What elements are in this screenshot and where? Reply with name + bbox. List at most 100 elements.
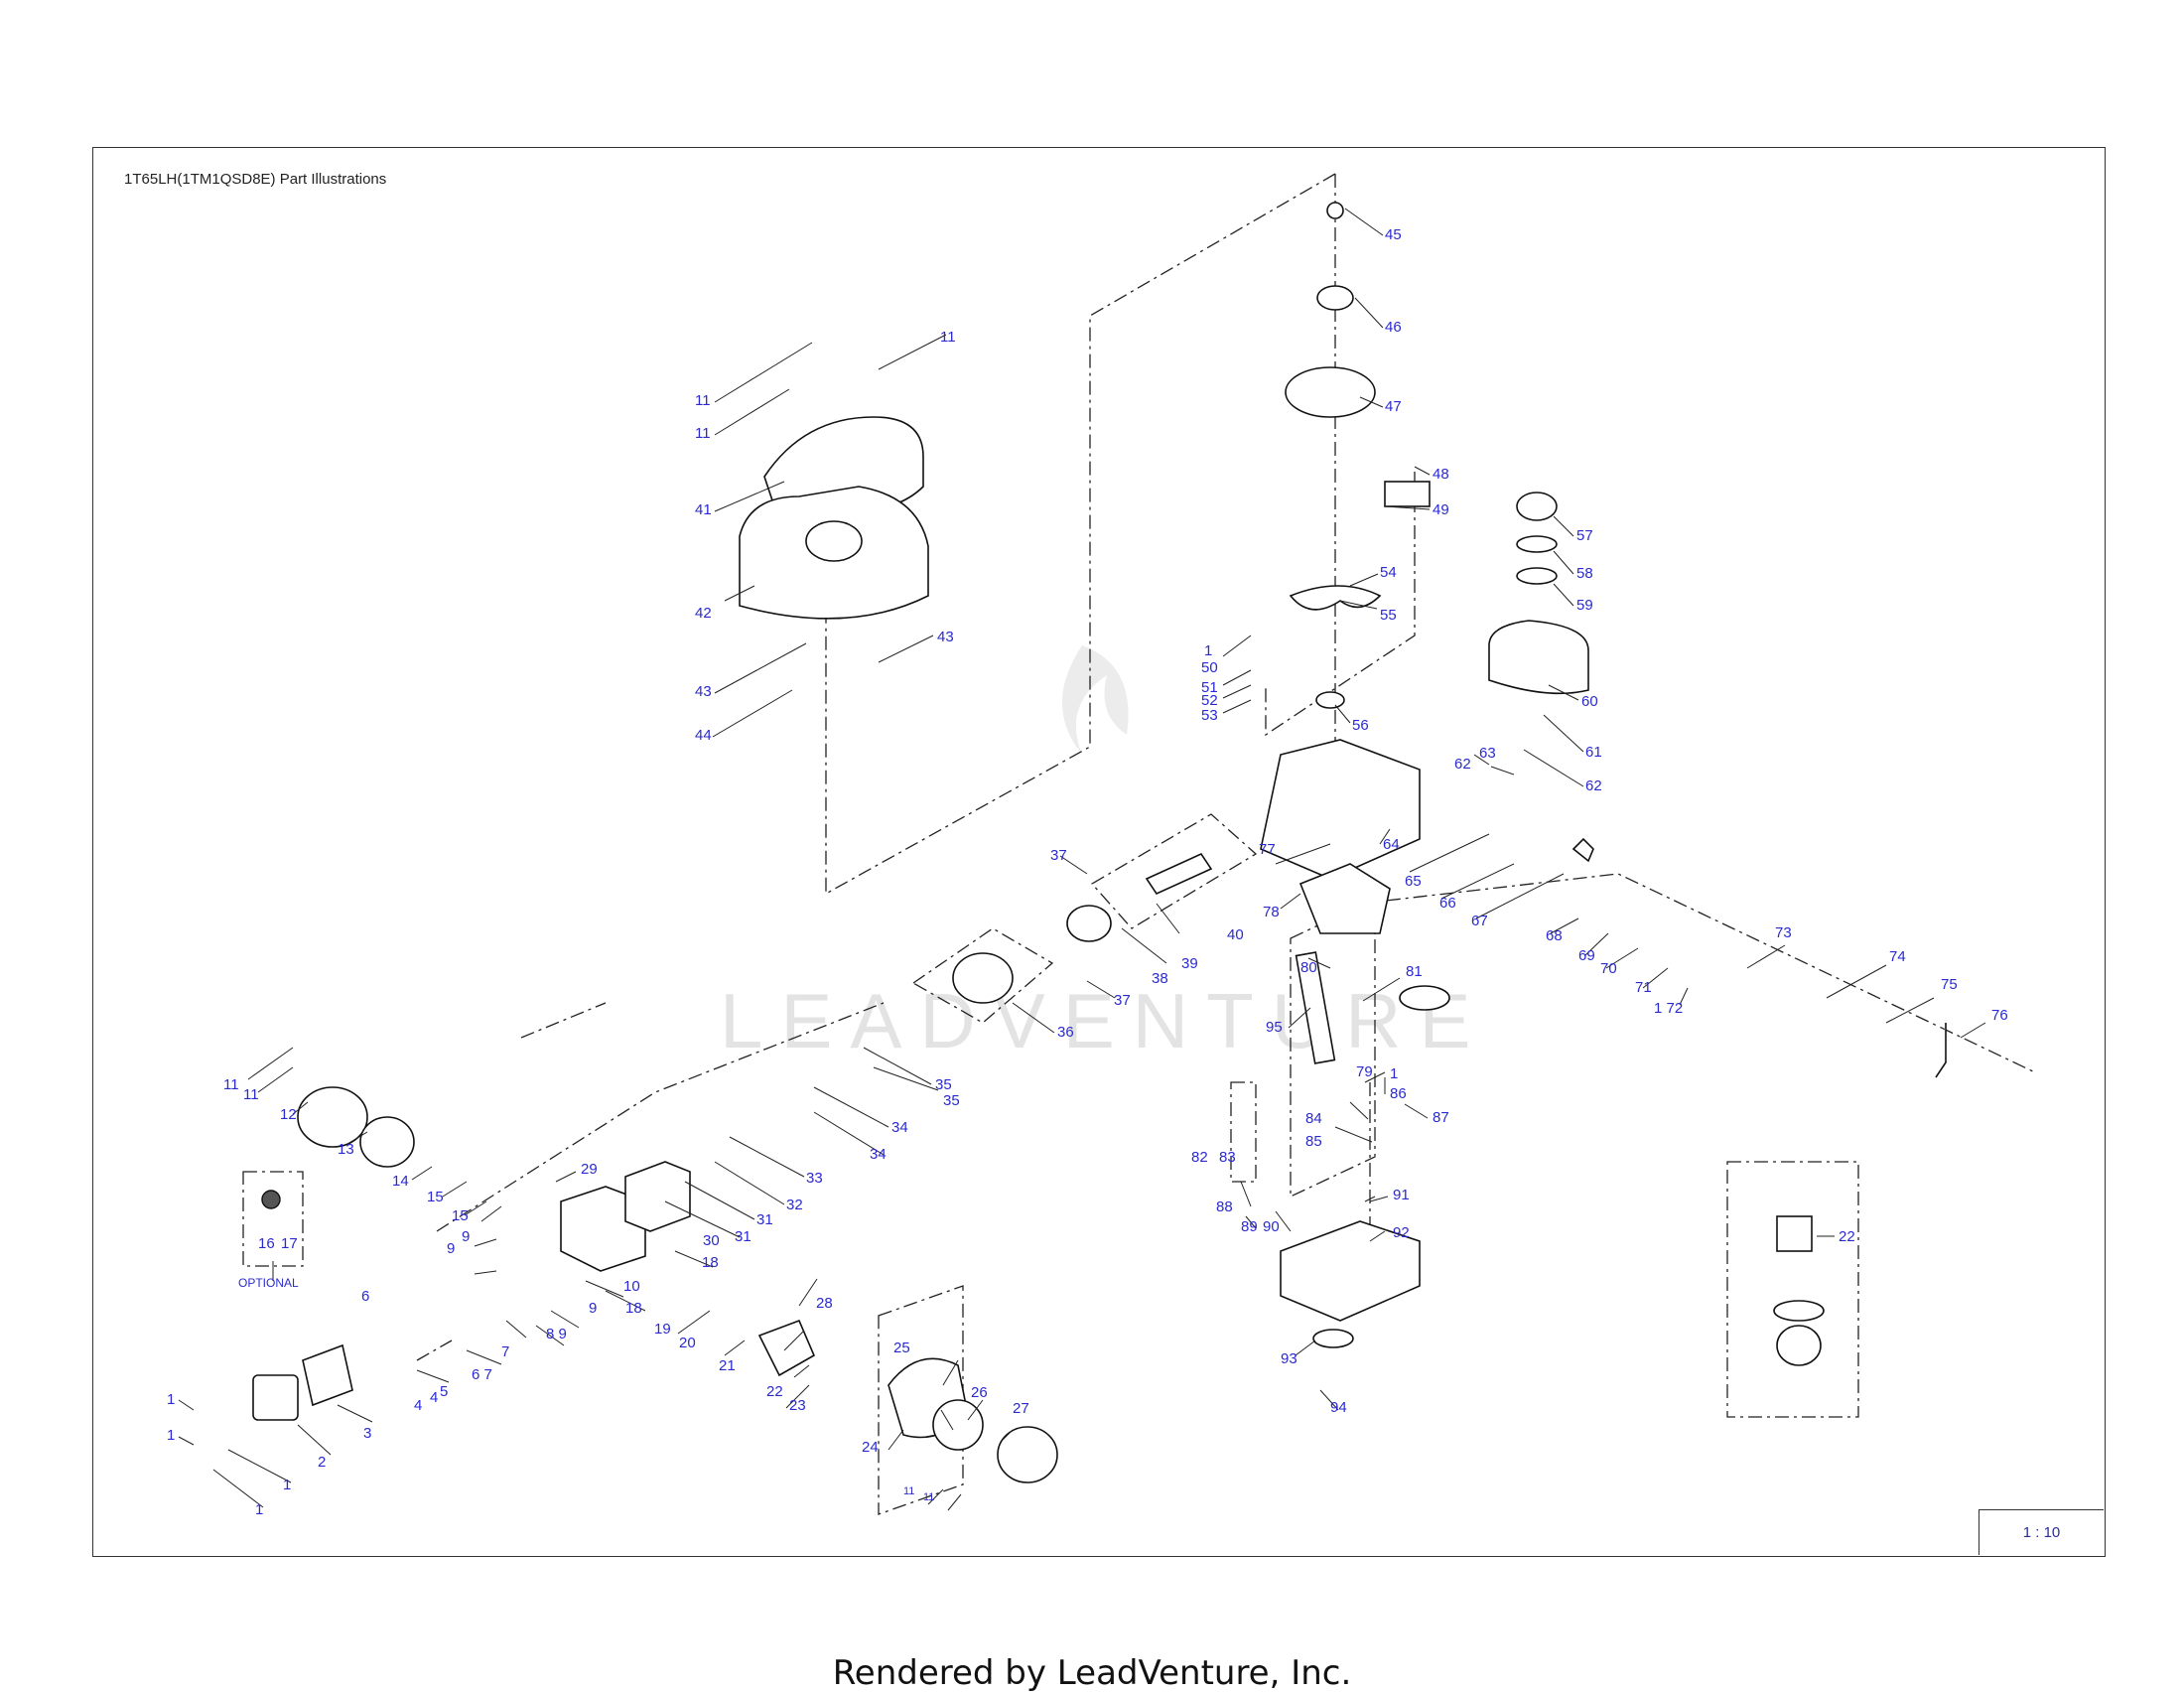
callout-70: 70	[1600, 960, 1617, 977]
callout-43-b: 43	[937, 629, 954, 645]
callout-31-a: 31	[756, 1211, 773, 1228]
connecting-rod	[1145, 852, 1213, 896]
callout-15-a: 15	[427, 1189, 444, 1205]
callout-49: 49	[1433, 501, 1449, 518]
callout-73: 73	[1775, 924, 1792, 941]
callout-74: 74	[1889, 948, 1906, 965]
callout-45: 45	[1385, 226, 1402, 243]
callout-11-c: 11	[940, 329, 956, 346]
callout-1-bracket: 1	[1204, 642, 1212, 659]
callout-2: 2	[318, 1454, 326, 1471]
callout-67: 67	[1471, 913, 1488, 929]
callout-85: 85	[1305, 1133, 1322, 1150]
callout-28: 28	[816, 1295, 833, 1312]
callout-33: 33	[806, 1170, 823, 1187]
callout-1-e: 1	[255, 1501, 263, 1518]
crankcase	[1260, 739, 1421, 880]
callout-58: 58	[1576, 565, 1593, 582]
cylinder-head	[560, 1186, 646, 1272]
callout-29: 29	[581, 1161, 598, 1178]
callout-86: 86	[1390, 1085, 1407, 1102]
callout-87: 87	[1433, 1109, 1449, 1126]
callout-9-c: 9	[589, 1300, 597, 1317]
callout-46: 46	[1385, 319, 1402, 336]
callout-21: 21	[719, 1357, 736, 1374]
callout-75: 75	[1941, 976, 1958, 993]
callout-15-b: 15	[452, 1207, 469, 1224]
callout-17: 17	[281, 1235, 298, 1252]
callout-36: 36	[1057, 1024, 1074, 1041]
watermark: LEADVENTURE	[720, 977, 1488, 1064]
callout-62-a: 62	[1454, 756, 1471, 773]
callout-57: 57	[1576, 527, 1593, 544]
callout-27: 27	[1013, 1400, 1029, 1417]
callout-88: 88	[1216, 1199, 1233, 1215]
callout-43-a: 43	[695, 683, 712, 700]
callout-84: 84	[1305, 1110, 1322, 1127]
callout-1-b: 1	[167, 1391, 175, 1408]
callout-65: 65	[1405, 873, 1422, 890]
callout-37-b: 37	[1114, 992, 1131, 1009]
callout-4-b: 4	[414, 1397, 422, 1414]
footer-credit: Rendered by LeadVenture, Inc.	[832, 1653, 1352, 1693]
callout-12: 12	[280, 1106, 297, 1123]
callout-83: 83	[1219, 1149, 1236, 1166]
leader-lines	[178, 208, 1986, 1511]
callout-44: 44	[695, 727, 712, 744]
callout-56: 56	[1352, 717, 1369, 734]
callout-34-a: 34	[891, 1119, 908, 1136]
callout-54: 54	[1380, 564, 1397, 581]
callout-6-7: 6 7	[472, 1366, 492, 1383]
scale-label: 1 : 10	[1979, 1509, 2104, 1555]
callout-50: 50	[1201, 659, 1218, 676]
throttle-rod	[1935, 1023, 1947, 1078]
piston	[1066, 905, 1112, 942]
callout-63: 63	[1479, 745, 1496, 762]
callout-71: 71	[1635, 979, 1652, 996]
callout-31-b: 31	[735, 1228, 751, 1245]
callout-39: 39	[1181, 955, 1198, 972]
callout-52: 52	[1201, 692, 1218, 709]
callout-61: 61	[1585, 744, 1602, 761]
callout-11-d: 11	[223, 1076, 239, 1093]
callout-1-shaft: 1	[1390, 1065, 1398, 1082]
callout-11-g: 11	[923, 1491, 934, 1503]
callout-9-b: 9	[462, 1228, 470, 1245]
callout-38: 38	[1152, 970, 1168, 987]
callout-3: 3	[363, 1425, 371, 1442]
callout-4-a: 4	[430, 1389, 438, 1406]
callout-94: 94	[1330, 1399, 1347, 1416]
oil-pan	[1280, 1220, 1421, 1322]
callout-64: 64	[1383, 836, 1400, 853]
callout-95: 95	[1266, 1019, 1283, 1036]
callout-37-a: 37	[1050, 847, 1067, 864]
callout-35-a: 35	[935, 1076, 952, 1093]
callout-35-b: 35	[943, 1092, 960, 1109]
optional-label: OPTIONAL	[238, 1276, 299, 1290]
air-filter-cover	[997, 1426, 1058, 1483]
callout-68: 68	[1546, 927, 1563, 944]
callout-1-72: 1 72	[1654, 1000, 1683, 1017]
assembly-lines	[242, 173, 2036, 1515]
callout-22: 22	[766, 1383, 783, 1400]
callout-41: 41	[695, 501, 712, 518]
callout-78: 78	[1263, 904, 1280, 920]
callout-51: 51	[1201, 679, 1218, 696]
page-title: 1T65LH(1TM1QSD8E) Part Illustrations	[124, 171, 387, 188]
callout-26: 26	[971, 1384, 988, 1401]
callout-1-d: 1	[283, 1477, 291, 1493]
callout-24: 24	[862, 1439, 879, 1456]
callout-14: 14	[392, 1173, 409, 1190]
callout-22-kit: 22	[1839, 1228, 1855, 1245]
callout-11-e: 11	[243, 1086, 259, 1103]
callout-11-b: 11	[695, 425, 711, 442]
callout-7: 7	[501, 1343, 509, 1360]
callout-77: 77	[1259, 841, 1276, 858]
crankshaft	[1295, 951, 1336, 1064]
flywheel	[1285, 366, 1376, 418]
callout-92: 92	[1393, 1224, 1410, 1241]
parts	[252, 202, 1947, 1483]
callout-30: 30	[703, 1232, 720, 1249]
callout-81: 81	[1406, 963, 1423, 980]
